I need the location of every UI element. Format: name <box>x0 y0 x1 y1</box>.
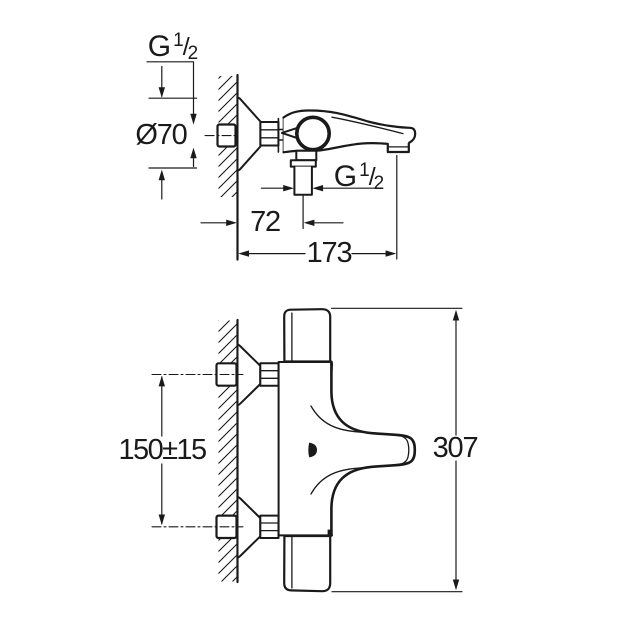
spout-inner-contour <box>310 405 410 495</box>
side-view-dimension-lines <box>146 61 398 260</box>
front-view-mixer-body <box>277 308 417 593</box>
side-view-inlet-union <box>204 96 285 172</box>
front-view-dimension-lines <box>158 307 463 593</box>
label-spout-projection: 173 <box>306 237 353 269</box>
side-view-mixer-body-and-spout <box>280 109 417 196</box>
side-view-wall-section <box>218 73 239 261</box>
front-view-inlet-unions <box>151 343 280 559</box>
spout-edge-line <box>331 116 404 135</box>
outlet-boss <box>295 149 318 162</box>
label-shower-outlet-offset: 72 <box>250 206 281 238</box>
spout-silhouette <box>330 360 417 537</box>
handle-top <box>283 308 332 363</box>
front-view-wall-section <box>218 318 239 584</box>
handle-bottom <box>283 534 332 593</box>
body-edge-shadow <box>330 362 334 372</box>
outlet-nipple <box>293 165 313 196</box>
handle-knob-profile <box>294 115 331 152</box>
label-escutcheon-diameter: Ø70 <box>135 119 187 151</box>
body-edge-detail <box>327 529 333 535</box>
outlet-mark <box>308 442 317 458</box>
label-inlet-center-distance: 150±15 <box>118 434 208 466</box>
label-overall-width: 307 <box>432 432 479 464</box>
